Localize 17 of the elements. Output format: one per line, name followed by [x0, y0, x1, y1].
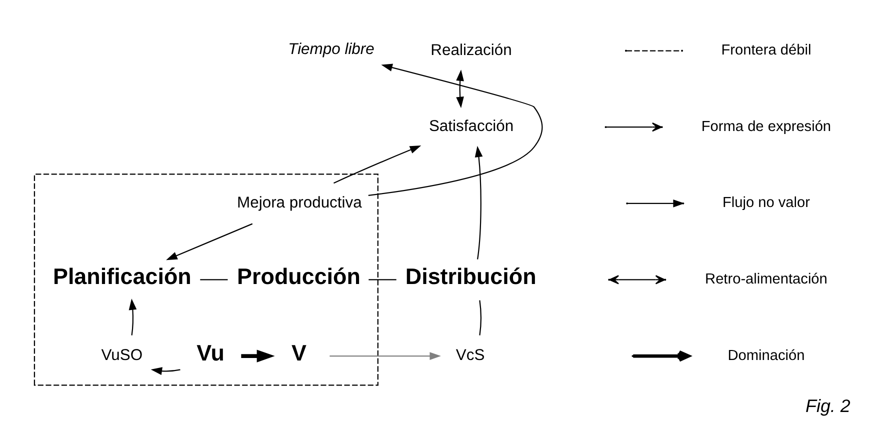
- legend-label: Frontera débil: [720, 42, 811, 59]
- legend-label: Flujo no valor: [722, 195, 810, 212]
- legend-label: Retro-alimentación: [704, 272, 827, 288]
- node-text: Producción: [236, 264, 360, 290]
- node-text: Satisfacción: [428, 118, 514, 136]
- caption: Fig. 2: [805, 396, 850, 416]
- node-text: Mejora productiva: [236, 194, 362, 212]
- legend-label: Dominación: [727, 348, 804, 364]
- node-text: VcS: [455, 347, 484, 364]
- node-text: Vu: [196, 340, 224, 366]
- node-text: V: [290, 340, 306, 366]
- node-text: Tiempo libre: [288, 40, 374, 58]
- node-text: Planificación: [52, 264, 191, 290]
- node-text: VuSO: [100, 347, 142, 364]
- node-text: Realización: [430, 42, 512, 59]
- node-text: Distribución: [404, 264, 536, 290]
- legend-label: Forma de expresión: [700, 118, 831, 135]
